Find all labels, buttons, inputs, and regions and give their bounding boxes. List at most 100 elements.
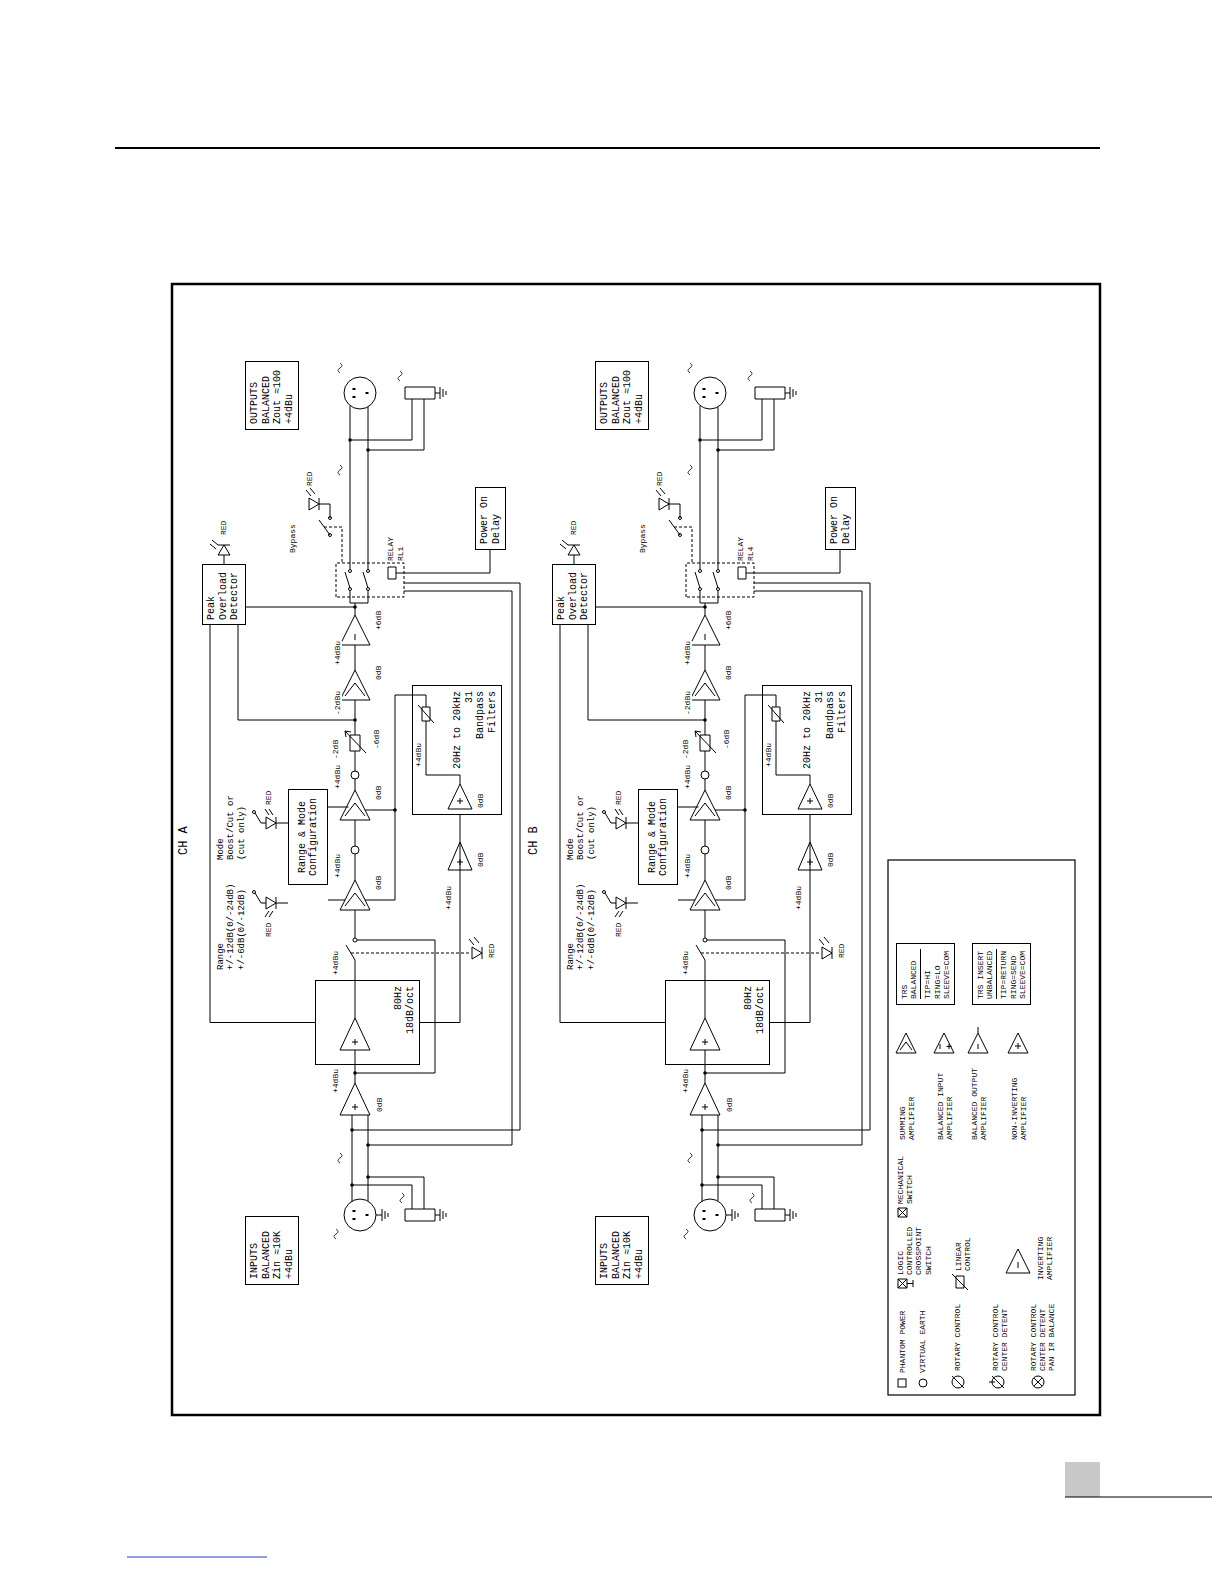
signal-label: +4dBu — [794, 886, 803, 910]
signal-label: Bypass — [288, 524, 297, 553]
balanced-output-symbol — [968, 1027, 988, 1053]
block-box: Range & Mode Configuration — [638, 789, 678, 885]
box-heading: Peak Overload Detector — [206, 569, 241, 620]
signal-label: Mode Boost/Cut or (cut only) — [216, 793, 247, 861]
block-box: OUTPUTSBALANCED Zout ≈100 +4dBu — [595, 361, 649, 430]
signal-label: +4dBu — [444, 886, 453, 910]
header-rule — [115, 147, 1100, 149]
signal-label: +4dBu — [764, 743, 773, 767]
block-box: OUTPUTSBALANCED Zout ≈100 +4dBu — [245, 361, 299, 430]
box-heading: 80Hz — [393, 986, 405, 1010]
signal-label: Range +/-12dB(0/-24dB) +/-6dB(0/-12dB) — [216, 881, 247, 970]
box-heading: TRS BALANCED — [900, 956, 918, 999]
signal-label: RED — [614, 791, 623, 805]
page-tab — [1065, 1462, 1100, 1497]
signal-label: -6dB — [372, 730, 381, 749]
box-heading: 20Hz to 20kHz — [802, 691, 814, 769]
signal-label: RED — [569, 521, 578, 535]
box-heading: TRS INSERT UNBALANCED — [976, 949, 994, 999]
signal-label: RL1 — [396, 547, 405, 561]
block-box: Peak Overload Detector — [552, 564, 596, 625]
rotary-symbol — [952, 1376, 964, 1388]
signal-label: +4dBu — [681, 1069, 690, 1093]
legend-text: BALANCED OUTPUT AMPLIFIER — [970, 1066, 988, 1140]
box-text: 18dB/oct — [755, 986, 767, 1034]
signal-wire — [770, 815, 810, 1023]
signal-wire — [420, 815, 460, 1023]
signal-label: -2dB — [331, 740, 340, 759]
signal-label: RED — [487, 944, 496, 958]
signal-label: 0dB — [476, 853, 485, 867]
signal-label: +4dBu — [333, 854, 342, 878]
summing-amp-symbol — [896, 1033, 916, 1053]
signal-label: -2dBu — [683, 691, 692, 715]
signal-label: RELAY — [736, 537, 745, 561]
box-heading: Power On Delay — [479, 493, 502, 544]
signal-label: +4dBu — [683, 854, 692, 878]
signal-label: +4dBu — [681, 951, 690, 975]
signal-label: +4dBu — [414, 743, 423, 767]
box-text: 18dB/oct — [405, 986, 417, 1034]
block-box: Range & Mode Configuration — [288, 789, 328, 885]
box-heading: Peak Overload Detector — [556, 569, 591, 620]
signal-label: 0dB — [374, 876, 383, 890]
signal-label: Bypass — [638, 524, 647, 553]
box-heading: INPUTS — [249, 1243, 261, 1279]
block-box: INPUTSBALANCED Zin ≈10K +4dBu — [595, 1216, 649, 1285]
signal-label: +6dB — [724, 611, 733, 630]
crosspoint-symbol — [898, 1279, 913, 1288]
pan-symbol — [1034, 1378, 1042, 1386]
signal-label: +4dBu — [683, 641, 692, 665]
legend-text: LINEAR CONTROL — [954, 1233, 972, 1271]
block-box: 20Hz to 20kHz31 Bandpass Filters — [412, 685, 502, 815]
block-box: 80Hz18dB/oct — [315, 980, 420, 1065]
signal-label: 0dB — [725, 1098, 734, 1112]
box-heading: OUTPUTS — [599, 382, 611, 424]
box-text: 31 Bandpass Filters — [464, 691, 499, 742]
signal-label: 0dB — [724, 786, 733, 800]
channel-a-schematic — [210, 363, 520, 1239]
box-text: BALANCED Zin ≈10K +4dBu — [261, 1222, 296, 1279]
phantom-symbol — [898, 1379, 906, 1387]
signal-label: 0dB — [826, 853, 835, 867]
signal-label: -2dB — [681, 740, 690, 759]
signal-label: Range +/-12dB(0/-24dB) +/-6dB(0/-12dB) — [566, 881, 597, 970]
signal-label: +4dBu — [333, 765, 342, 789]
box-heading: OUTPUTS — [249, 382, 261, 424]
signal-label: 0dB — [375, 1098, 384, 1112]
signal-label: RL4 — [746, 547, 755, 561]
inverting-amp-symbol — [1006, 1249, 1030, 1273]
signal-label: 0dB — [724, 876, 733, 890]
diagram-stage: INPUTSBALANCED Zin ≈10K +4dBu80Hz18dB/oc… — [172, 284, 1100, 1415]
legend-text: VIRTUAL EARTH — [918, 1311, 927, 1373]
mechanical-switch-symbol — [898, 1208, 907, 1217]
rotary-detent-symbol — [989, 1376, 1004, 1388]
channel-b-schematic — [560, 363, 870, 1239]
signal-label: -6dB — [722, 730, 731, 749]
balanced-input-symbol — [934, 1033, 954, 1053]
box-text: BALANCED Zin ≈10K +4dBu — [611, 1222, 646, 1279]
signal-label: RED — [264, 923, 273, 937]
signal-label: 0dB — [724, 666, 733, 680]
legend-box: TRS INSERT UNBALANCEDTIP=RETURN RING=SEN… — [972, 943, 1031, 1005]
signal-label: 0dB — [476, 794, 485, 808]
channel-label: CH A — [178, 826, 192, 855]
signal-label: +4dBu — [331, 951, 340, 975]
noninverting-amp-symbol — [1008, 1033, 1028, 1053]
legend-text: NON-INVERTING AMPLIFIER — [1010, 1073, 1028, 1140]
box-text: BALANCED Zout ≈100 +4dBu — [261, 367, 296, 424]
block-box: 80Hz18dB/oct — [665, 980, 770, 1065]
signal-label: -2dBu — [333, 691, 342, 715]
legend-text: LOGIC CONTROLLED CROSSPOINT SWITCH — [896, 1225, 933, 1275]
box-heading: 20Hz to 20kHz — [452, 691, 464, 769]
box-text: TIP=HI RING=LO SLEEVE=COM — [920, 949, 951, 999]
legend-frame — [888, 860, 1075, 1395]
signal-label: +4dBu — [331, 1069, 340, 1093]
legend-text: INVERTING AMPLIFIER — [1036, 1232, 1054, 1280]
box-text: BALANCED Zout ≈100 +4dBu — [611, 367, 646, 424]
legend-text: ROTARY CONTROL — [953, 1304, 962, 1371]
box-heading: Range & Mode Configuration — [647, 795, 670, 879]
pan-symbol — [1032, 1376, 1044, 1388]
diagram-frame — [172, 284, 1100, 1415]
signal-label: 0dB — [374, 666, 383, 680]
